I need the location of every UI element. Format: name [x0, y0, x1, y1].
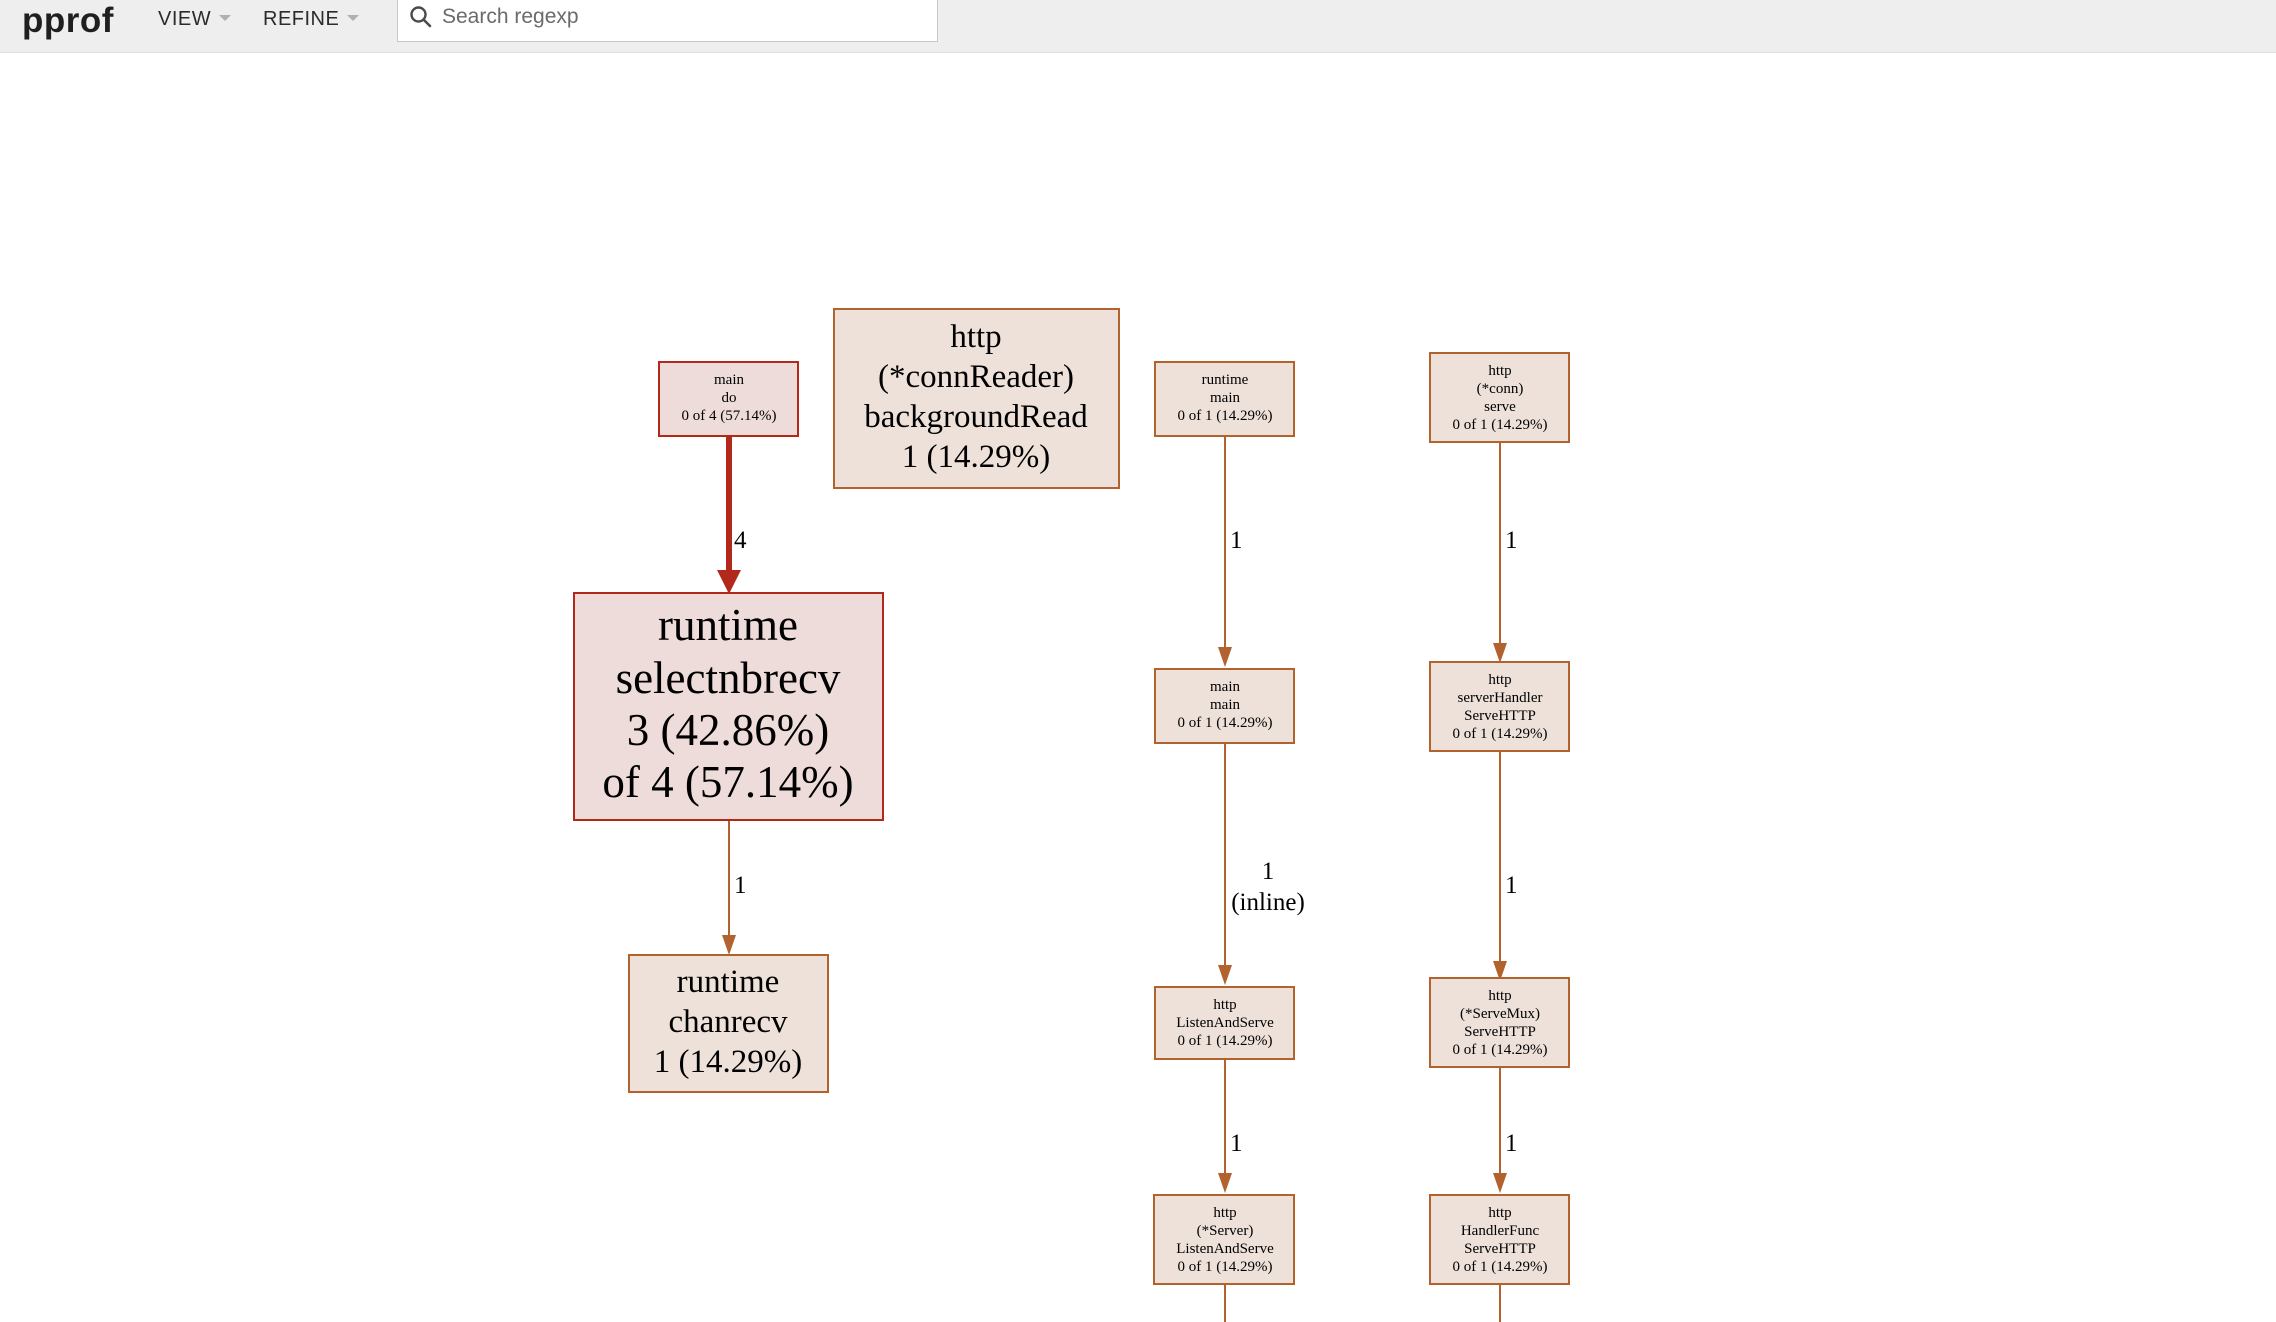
- node-server-listen-and-serve[interactable]: http (*Server) ListenAndServe 0 of 1 (14…: [1153, 1194, 1295, 1285]
- node-package: http: [1488, 672, 1511, 688]
- node-conn-reader-background-read[interactable]: http (*connReader) backgroundRead 1 (14.…: [833, 308, 1120, 489]
- node-handler-func-serve-http[interactable]: http HandlerFunc ServeHTTP 0 of 1 (14.29…: [1429, 1194, 1570, 1285]
- edge-label: 1: [1262, 858, 1275, 885]
- node-type: HandlerFunc: [1461, 1223, 1540, 1239]
- edge-main-main-to-listen[interactable]: 1 (inline): [1218, 744, 1305, 985]
- node-function: chanrecv: [668, 1004, 788, 1040]
- node-value: 0 of 1 (14.29%): [1178, 715, 1273, 731]
- app-title: pprof: [22, 1, 114, 40]
- node-package: http: [1213, 1205, 1236, 1221]
- view-menu-label: VIEW: [158, 8, 212, 30]
- edge-label: 1: [1505, 527, 1518, 554]
- edge-server-handler-to-servemux[interactable]: 1: [1493, 751, 1518, 981]
- edge-label: 1: [1230, 1130, 1243, 1157]
- node-runtime-selectnbrecv[interactable]: runtime selectnbrecv 3 (42.86%) of 4 (57…: [573, 592, 884, 821]
- node-main-do[interactable]: main do 0 of 4 (57.14%): [658, 361, 799, 437]
- node-value: 0 of 1 (14.29%): [1178, 1259, 1273, 1275]
- edge-label: 1: [1505, 872, 1518, 899]
- chevron-down-icon: [219, 15, 232, 21]
- node-package: main: [714, 372, 744, 388]
- node-http-listen-and-serve[interactable]: http ListenAndServe 0 of 1 (14.29%): [1154, 986, 1295, 1060]
- node-receiver: (*conn): [1477, 381, 1524, 397]
- node-value: 0 of 4 (57.14%): [682, 408, 777, 424]
- node-value: 1 (14.29%): [654, 1044, 802, 1080]
- edge-servemux-to-handler-func[interactable]: 1: [1493, 1068, 1518, 1193]
- node-value: 0 of 1 (14.29%): [1178, 408, 1273, 424]
- edge-label: 1: [1505, 1130, 1518, 1157]
- node-type: serverHandler: [1458, 690, 1543, 706]
- node-package: http: [1488, 363, 1511, 379]
- edge-conn-serve-to-server-handler[interactable]: 1: [1493, 443, 1518, 663]
- node-function: main: [1210, 697, 1240, 713]
- node-receiver: (*ServeMux): [1460, 1006, 1540, 1022]
- node-package: http: [950, 319, 1001, 355]
- chevron-down-icon: [347, 15, 360, 21]
- edge-label: 1: [734, 872, 747, 899]
- node-receiver: (*Server): [1197, 1223, 1254, 1239]
- node-package: http: [1213, 997, 1236, 1013]
- node-servemux-serve-http[interactable]: http (*ServeMux) ServeHTTP 0 of 1 (14.29…: [1429, 977, 1570, 1068]
- node-package: http: [1488, 1205, 1511, 1221]
- node-function: main: [1210, 390, 1240, 406]
- node-function: serve: [1484, 399, 1516, 415]
- toolbar: pprof VIEW REFINE: [0, 0, 2276, 53]
- node-package: runtime: [658, 600, 798, 650]
- node-receiver: (*connReader): [878, 359, 1074, 395]
- search-box[interactable]: [397, 0, 938, 42]
- node-runtime-main[interactable]: runtime main 0 of 1 (14.29%): [1154, 361, 1295, 437]
- refine-menu[interactable]: REFINE: [263, 2, 360, 36]
- node-package: runtime: [677, 964, 780, 1000]
- node-value: 0 of 1 (14.29%): [1453, 1042, 1548, 1058]
- node-function: ServeHTTP: [1464, 708, 1536, 724]
- edge-selectnbrecv-to-chanrecv[interactable]: 1: [722, 821, 747, 955]
- node-value: 1 (14.29%): [902, 439, 1050, 475]
- node-flat-value: 3 (42.86%): [627, 705, 829, 755]
- node-main-main[interactable]: main main 0 of 1 (14.29%): [1154, 668, 1295, 744]
- node-function: do: [722, 390, 737, 406]
- edge-main-do-to-selectnbrecv[interactable]: 4: [717, 437, 747, 594]
- edge-label: 4: [734, 527, 747, 554]
- node-conn-serve[interactable]: http (*conn) serve 0 of 1 (14.29%): [1429, 352, 1570, 443]
- node-server-handler-serve-http[interactable]: http serverHandler ServeHTTP 0 of 1 (14.…: [1429, 661, 1570, 752]
- node-function: ServeHTTP: [1464, 1241, 1536, 1257]
- node-cum-value: of 4 (57.14%): [602, 757, 853, 807]
- edge-label-inline: (inline): [1231, 889, 1305, 916]
- node-runtime-chanrecv[interactable]: runtime chanrecv 1 (14.29%): [628, 954, 829, 1093]
- search-input[interactable]: [442, 0, 922, 34]
- node-value: 0 of 1 (14.29%): [1453, 1259, 1548, 1275]
- node-function: ListenAndServe: [1176, 1241, 1274, 1257]
- node-value: 0 of 1 (14.29%): [1453, 726, 1548, 742]
- node-package: http: [1488, 988, 1511, 1004]
- node-package: runtime: [1202, 372, 1249, 388]
- edge-runtime-main-to-main-main[interactable]: 1: [1218, 437, 1243, 667]
- refine-menu-label: REFINE: [263, 8, 340, 30]
- view-menu[interactable]: VIEW: [158, 2, 232, 36]
- edge-listen-to-server-listen[interactable]: 1: [1218, 1059, 1243, 1193]
- call-graph: 4 1 1 1 (inline) 1 1 1 1: [573, 308, 1570, 1322]
- node-function: selectnbrecv: [616, 653, 841, 703]
- node-function: ListenAndServe: [1176, 1015, 1274, 1031]
- node-function: ServeHTTP: [1464, 1024, 1536, 1040]
- search-icon: [410, 6, 432, 28]
- node-function: backgroundRead: [864, 399, 1088, 435]
- node-value: 0 of 1 (14.29%): [1178, 1033, 1273, 1049]
- node-value: 0 of 1 (14.29%): [1453, 417, 1548, 433]
- edge-label: 1: [1230, 527, 1243, 554]
- node-package: main: [1210, 679, 1240, 695]
